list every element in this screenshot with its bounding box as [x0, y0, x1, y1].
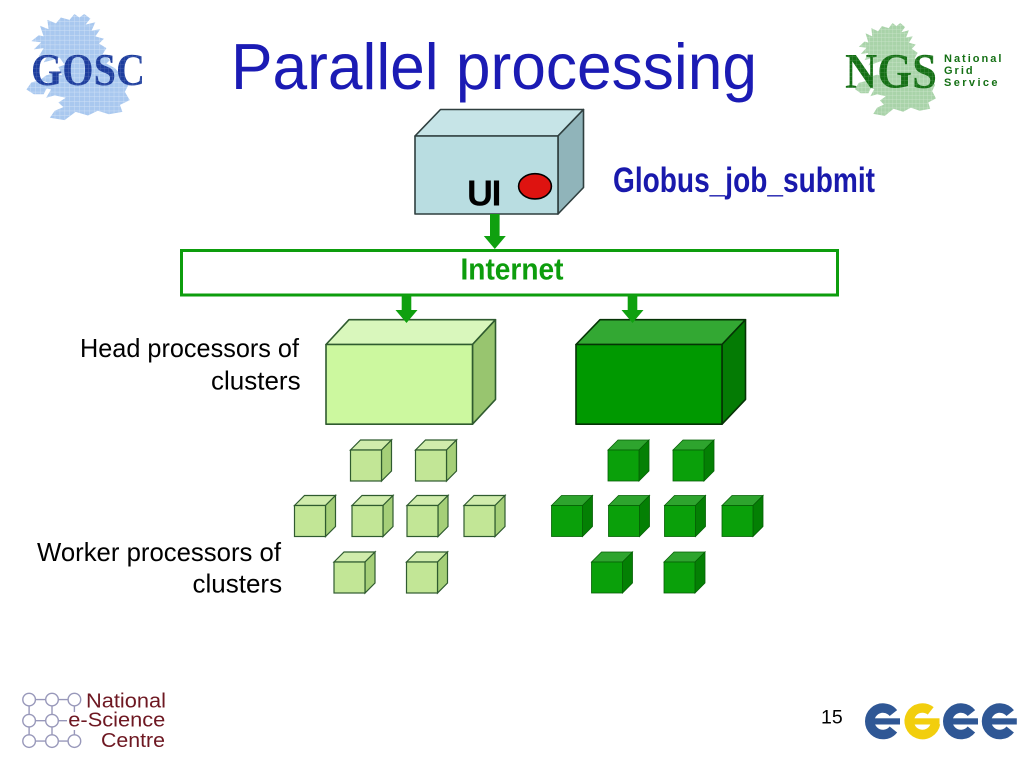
svg-text:GOSC: GOSC [31, 44, 145, 95]
svg-text:Worker processors of: Worker processors of [37, 537, 282, 567]
svg-text:NGS: NGS [845, 43, 937, 99]
svg-text:GOSC: GOSC [31, 44, 145, 95]
svg-text:Parallel processing: Parallel processing [231, 30, 757, 103]
svg-text:Internet: Internet [461, 252, 564, 287]
svg-text:National: National [944, 53, 1003, 65]
svg-text:Grid: Grid [944, 65, 975, 77]
svg-text:NGS: NGS [845, 43, 937, 99]
svg-text:Service: Service [944, 77, 1000, 89]
svg-text:National: National [86, 690, 166, 712]
svg-text:e-Science: e-Science [68, 710, 165, 732]
svg-text:15: 15 [821, 707, 843, 729]
svg-text:UI: UI [467, 173, 500, 214]
svg-text:Head processors of: Head processors of [80, 333, 300, 363]
svg-text:clusters: clusters [211, 366, 301, 396]
svg-text:clusters: clusters [193, 569, 283, 599]
svg-text:Globus_job_submit: Globus_job_submit [613, 161, 875, 200]
svg-text:Centre: Centre [101, 730, 165, 752]
